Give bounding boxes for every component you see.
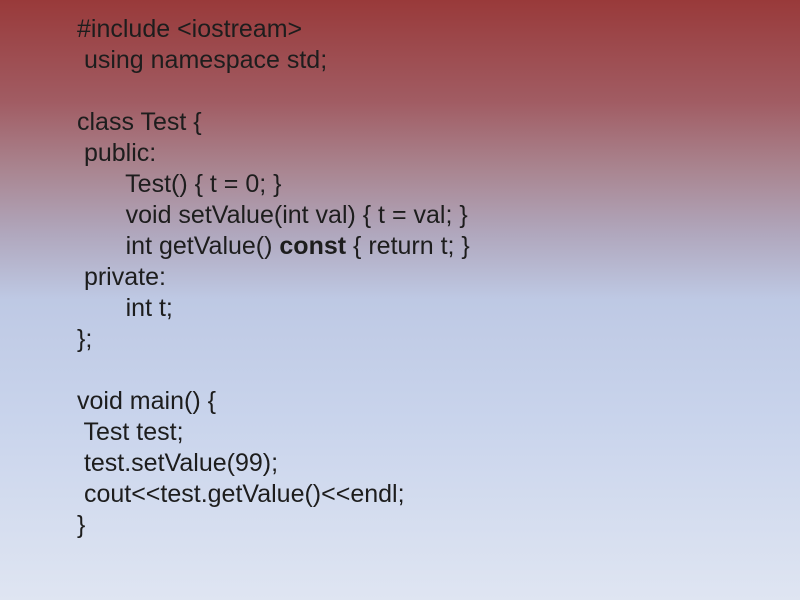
code-text	[77, 356, 84, 384]
code-line: #include <iostream>	[77, 14, 470, 45]
code-line	[77, 76, 470, 107]
code-text: { return t; }	[346, 232, 470, 260]
const-keyword: const	[279, 232, 347, 260]
code-text: #include <iostream>	[77, 15, 303, 43]
code-text: int t;	[77, 294, 173, 322]
code-line: public:	[77, 138, 470, 169]
code-text: using namespace std;	[77, 46, 328, 74]
code-line: void main() {	[77, 386, 470, 417]
code-line: Test test;	[77, 417, 470, 448]
code-text: public:	[77, 139, 157, 167]
code-line: void setValue(int val) { t = val; }	[77, 200, 470, 231]
code-line: Test() { t = 0; }	[77, 169, 470, 200]
code-line: test.setValue(99);	[77, 448, 470, 479]
code-line: private:	[77, 262, 470, 293]
code-text: Test test;	[77, 418, 184, 446]
code-line: using namespace std;	[77, 45, 470, 76]
code-line	[77, 355, 470, 386]
code-line: class Test {	[77, 107, 470, 138]
code-line: }	[77, 510, 470, 541]
code-line: int getValue() const { return t; }	[77, 231, 470, 262]
code-text: test.setValue(99);	[77, 449, 279, 477]
code-text: cout<<test.getValue()<<endl;	[77, 480, 405, 508]
code-text: };	[77, 325, 93, 353]
code-line: cout<<test.getValue()<<endl;	[77, 479, 470, 510]
code-block: #include <iostream> using namespace std;…	[77, 14, 470, 541]
code-text: private:	[77, 263, 166, 291]
code-text	[77, 77, 84, 105]
code-line: int t;	[77, 293, 470, 324]
code-text: void main() {	[77, 387, 216, 415]
code-text: class Test {	[77, 108, 202, 136]
code-text: void setValue(int val) { t = val; }	[77, 201, 468, 229]
code-line: };	[77, 324, 470, 355]
code-text: }	[77, 511, 86, 539]
code-text: int getValue()	[77, 232, 280, 260]
code-text: Test() { t = 0; }	[77, 170, 282, 198]
